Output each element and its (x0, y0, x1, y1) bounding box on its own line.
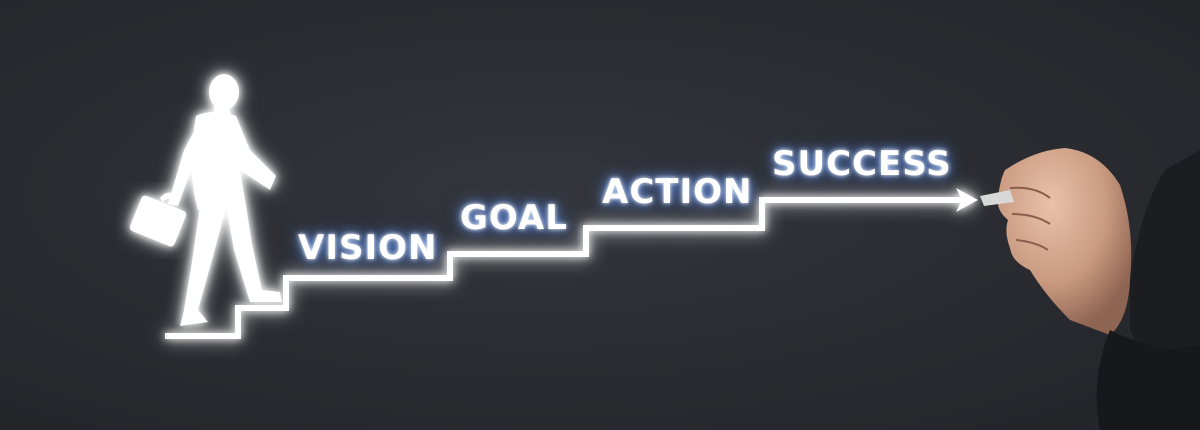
briefcase-icon (129, 192, 187, 247)
staircase-line (165, 188, 978, 339)
step-label-success: SUCCESS (772, 144, 952, 184)
step-label-goal: GOAL (460, 198, 568, 238)
hand-with-marker-icon (980, 148, 1200, 430)
step-label-vision: VISION (298, 228, 438, 268)
businessman-climbing-icon (168, 74, 282, 326)
step-label-action: ACTION (602, 172, 753, 212)
arrow-right-icon (956, 188, 978, 212)
